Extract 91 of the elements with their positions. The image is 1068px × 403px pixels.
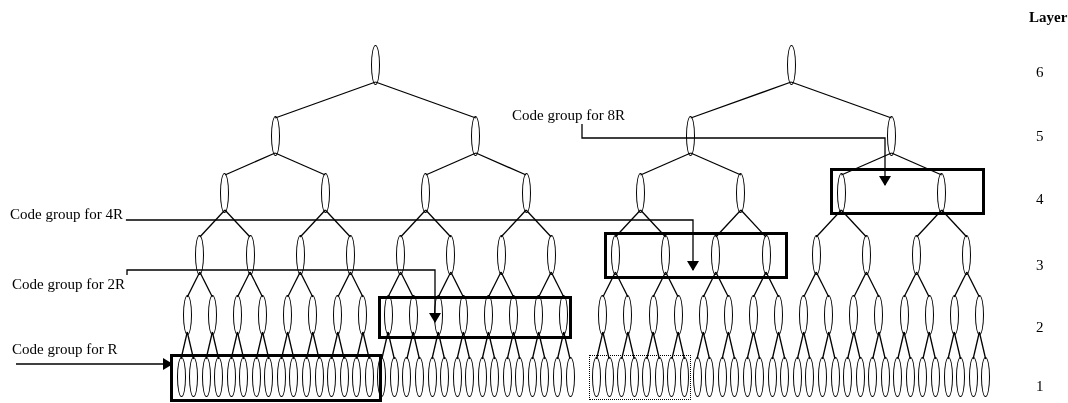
axis-title: Layer	[1029, 8, 1068, 26]
tree-branch-line	[538, 271, 552, 298]
tree-branch-line	[803, 271, 817, 298]
tree-branch-line	[803, 331, 811, 360]
tree-branch-line	[299, 271, 314, 298]
tree-branch-line	[890, 152, 943, 176]
tree-branch-line	[840, 209, 868, 238]
callout-text: Code group for R	[12, 340, 118, 358]
tree-branch-line	[614, 209, 642, 238]
tree-branch-line	[224, 209, 251, 238]
tree-branch-line	[966, 271, 981, 298]
code-group-frame	[378, 296, 572, 339]
tree-branch-line	[512, 331, 521, 360]
layer-number: 4	[1036, 190, 1044, 208]
arrow	[581, 123, 891, 186]
tree-branch-line	[652, 331, 660, 360]
callout-text: Code group for 2R	[12, 275, 125, 293]
tree-branch-line	[374, 81, 477, 119]
tree-branch-line	[324, 209, 352, 238]
tree-branch-line	[550, 271, 565, 298]
tree-branch-line	[953, 331, 962, 360]
tree-branch-line	[525, 209, 552, 238]
layer-number: 6	[1036, 63, 1044, 81]
tree-branch-line	[677, 331, 686, 360]
tree-branch-line	[614, 271, 629, 298]
tree-branch-line	[249, 271, 264, 298]
tree-branch-line	[878, 331, 886, 360]
tree-branch-line	[941, 209, 968, 238]
code-group-frame	[604, 232, 788, 279]
tree-branch-line	[777, 331, 786, 360]
tree-branch-line	[236, 271, 251, 298]
code-group-frame	[830, 168, 985, 215]
tree-branch-line	[928, 331, 937, 360]
tree-branch-line	[500, 209, 527, 238]
layer-number: 5	[1036, 127, 1044, 145]
tree-branch-line	[690, 152, 742, 176]
tree-branch-line	[740, 209, 767, 238]
tree-branch-line	[274, 152, 326, 176]
tree-branch-line	[639, 209, 667, 238]
tree-branch-line	[412, 331, 421, 360]
tree-branch-line	[487, 331, 496, 360]
tree-branch-line	[702, 331, 711, 360]
tree-branch-line	[765, 271, 780, 298]
arrow	[126, 269, 441, 323]
tree-branch-line	[199, 209, 226, 238]
layer-number: 3	[1036, 256, 1044, 274]
tree-branch-line	[425, 152, 477, 176]
callout-text: Code group for 8R	[512, 106, 625, 124]
tree-branch-line	[665, 271, 679, 298]
tree-branch-line	[337, 271, 352, 298]
tree-branch-line	[916, 271, 930, 298]
tree-branch-line	[538, 331, 546, 360]
tree-branch-line	[199, 271, 214, 298]
tree-branch-line	[299, 209, 326, 238]
tree-branch-line	[400, 271, 414, 298]
tree-branch-line	[752, 331, 761, 360]
tree-branch-line	[425, 209, 452, 238]
tree-branch-line	[715, 209, 742, 238]
tree-branch-line	[690, 81, 792, 119]
arrow	[125, 219, 699, 271]
layer-number: 2	[1036, 318, 1044, 336]
dotted-group-frame	[589, 355, 691, 400]
tree-branch-line	[727, 331, 736, 360]
tree-branch-line	[224, 152, 276, 176]
layer-number: 1	[1036, 377, 1044, 395]
tree-branch-line	[450, 271, 465, 298]
arrow	[15, 358, 173, 370]
tree-branch-line	[487, 271, 502, 298]
tree-branch-line	[903, 331, 911, 360]
tree-branch-line	[563, 331, 571, 360]
tree-branch-line	[387, 331, 395, 360]
tree-branch-line	[602, 331, 610, 360]
tree-branch-line	[437, 331, 446, 360]
tree-branch-line	[400, 209, 427, 238]
tree-branch-line	[500, 271, 515, 298]
tree-branch-line	[752, 271, 767, 298]
code-group-frame	[170, 354, 382, 402]
tree-branch-line	[815, 271, 830, 298]
tree-branch-line	[853, 331, 861, 360]
tree-branch-line	[287, 271, 301, 298]
tree-branch-line	[853, 271, 868, 298]
tree-branch-line	[828, 331, 836, 360]
tree-branch-line	[715, 271, 730, 298]
tree-branch-line	[349, 271, 364, 298]
tree-branch-line	[627, 331, 635, 360]
tree-branch-line	[978, 331, 987, 360]
tree-branch-line	[865, 271, 880, 298]
callout-text: Code group for 4R	[10, 205, 123, 223]
tree-branch-line	[475, 152, 527, 176]
tree-branch-line	[462, 331, 471, 360]
tree-branch-line	[602, 271, 617, 298]
